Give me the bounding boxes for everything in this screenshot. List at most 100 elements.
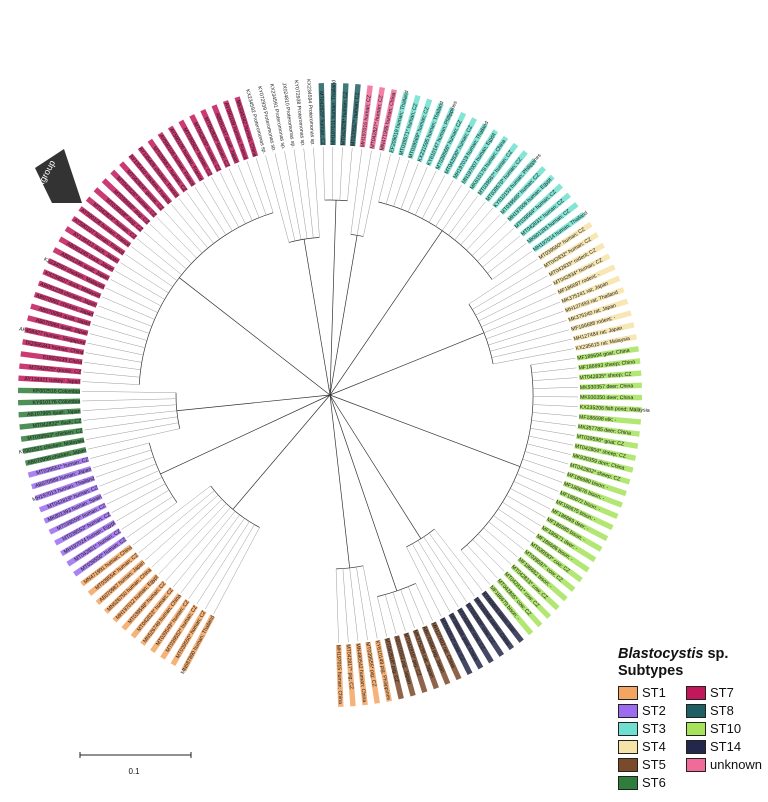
leaf-branch — [532, 368, 577, 373]
leaf-branch — [532, 412, 577, 416]
leaf-branch — [415, 171, 436, 215]
leaf-branch — [164, 211, 202, 253]
leaf-branch — [385, 595, 396, 635]
leaf-branch — [313, 148, 319, 238]
leaf-branch — [408, 167, 427, 212]
leaf-branch — [131, 247, 177, 281]
clade-stem — [334, 200, 336, 280]
leaf-branch — [434, 529, 482, 591]
leaf-label: AB107965 quail; Japan — [27, 409, 81, 418]
legend-item: ST4 — [618, 738, 666, 755]
clade-stem — [341, 490, 350, 568]
leaf-label: MF186698 elk; - — [579, 414, 617, 423]
leaf-branch — [205, 525, 254, 610]
clade-stem — [411, 426, 520, 467]
clade-stem — [233, 441, 291, 510]
leaf-branch — [351, 149, 362, 234]
leaf-branch — [343, 569, 348, 643]
legend-swatch — [618, 740, 638, 754]
root-branch — [330, 312, 387, 395]
leaf-branch — [493, 349, 574, 364]
legend-swatch — [686, 758, 706, 772]
leaf-branch — [157, 217, 197, 258]
leaf-label: MT042828* human; CZ — [340, 91, 349, 145]
legend-swatch — [618, 704, 638, 718]
legend-genus-suffix: sp. — [703, 646, 728, 662]
leaf-branch — [88, 429, 180, 450]
leaf-branch — [533, 387, 578, 388]
leaf-branch — [424, 537, 467, 602]
legend-swatch — [686, 722, 706, 736]
leaf-branch — [256, 158, 273, 212]
root-branch — [255, 395, 330, 430]
leaf-branch — [484, 302, 560, 333]
leaf-label: MT039555* pig; CZ — [364, 642, 377, 687]
legend-swatch — [686, 686, 706, 700]
leaf-branch — [93, 450, 151, 468]
leaf-branch — [517, 474, 558, 492]
legend-item: ST3 — [618, 720, 666, 737]
root-branch — [276, 353, 330, 395]
leaf-branch — [377, 597, 386, 637]
root-branch — [330, 395, 354, 464]
legend-item: unknown — [686, 756, 762, 773]
leaf-branch — [90, 443, 149, 459]
leaf-label: MF186693 sheep; China — [578, 359, 635, 371]
legend-item: ST6 — [618, 774, 666, 791]
leaf-branch — [238, 165, 259, 218]
leaf-branch — [92, 324, 147, 340]
legend-label: ST7 — [710, 685, 734, 700]
leaf-branch — [436, 185, 462, 227]
clade-arc — [461, 365, 533, 550]
leaf-branch — [520, 467, 562, 483]
leaf-branch — [83, 372, 140, 377]
leaf-branch — [82, 399, 176, 401]
leaf-label: KY610176 Colombia — [32, 399, 80, 406]
legend-label: unknown — [710, 757, 762, 772]
legend-swatch — [686, 740, 706, 754]
leaf-branch — [189, 518, 245, 599]
scale-bar-label: 0.1 — [128, 767, 140, 776]
leaf-branch — [122, 496, 173, 529]
leaf-branch — [137, 239, 181, 275]
leaf-branch — [476, 276, 548, 315]
leaf-branch — [416, 583, 433, 620]
leaf-branch — [408, 587, 423, 625]
leaf-branch — [87, 343, 143, 355]
legend-swatch — [618, 776, 638, 790]
legend-title: Blastocystis sp. — [618, 646, 764, 662]
leaf-branch — [99, 464, 156, 486]
clade-stem — [160, 430, 254, 474]
scale-bar: 0.1 — [80, 752, 191, 776]
root-branch — [225, 395, 330, 406]
legend-item: ST8 — [686, 702, 734, 719]
leaf-branch — [394, 160, 410, 206]
legend-swatch — [618, 722, 638, 736]
leaf-label: MK930350 deer; China — [580, 395, 634, 401]
leaf-branch — [357, 150, 371, 235]
leaf-branch — [492, 339, 572, 357]
leaf-label: MN480542 human; China — [354, 643, 367, 703]
legend-label: ST2 — [642, 703, 666, 718]
legend-label: ST14 — [710, 739, 741, 754]
outgroup-box: outgroup — [32, 149, 82, 203]
leaf-branch — [82, 405, 176, 411]
leaf-branch — [531, 358, 576, 365]
leaf-branch — [467, 545, 497, 578]
clade-stem — [389, 333, 484, 371]
leaf-branch — [529, 436, 573, 445]
leaf-branch — [530, 428, 574, 435]
leaf-branch — [229, 169, 252, 221]
clade-stem — [179, 278, 275, 353]
leaf-branch — [472, 267, 542, 309]
leaf-branch — [532, 378, 577, 381]
leaf-branch — [340, 147, 343, 200]
legend-label: ST10 — [710, 721, 741, 736]
legend-label: ST6 — [642, 775, 666, 790]
leaf-label: MT042829* human; CZ — [318, 91, 325, 145]
legend-label: ST1 — [642, 685, 666, 700]
tree-branches — [82, 147, 578, 643]
legend-swatch — [618, 686, 638, 700]
leaf-label: MT042835* sheep; CZ — [579, 372, 631, 382]
leaf-branch — [506, 495, 545, 517]
